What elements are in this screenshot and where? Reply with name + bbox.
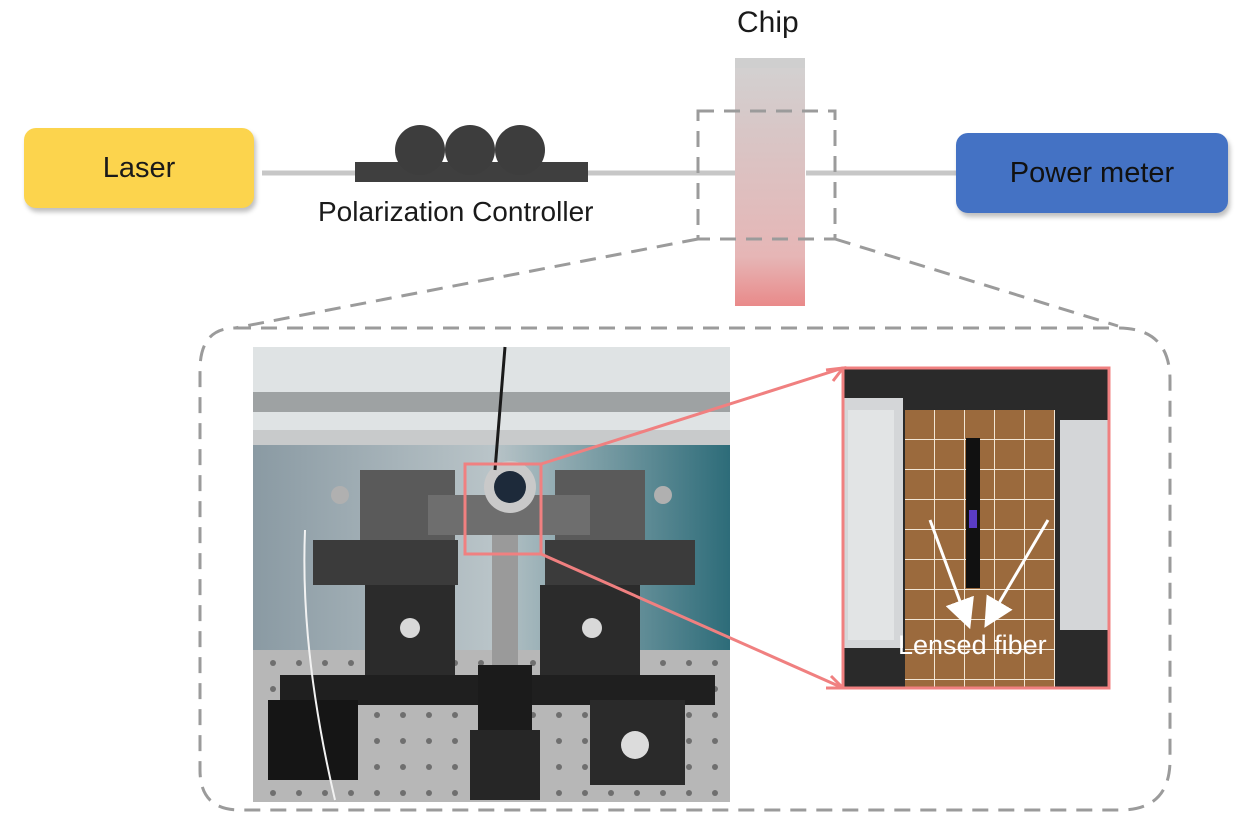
inset-photo: [841, 366, 1111, 690]
laser-box: Laser: [24, 128, 254, 208]
setup-photo: [253, 346, 730, 802]
polarization-controller-label: Polarization Controller: [318, 196, 594, 227]
inset-connector: [540, 366, 847, 690]
power-meter-label: Power meter: [1009, 156, 1175, 189]
power-meter-box: Power meter: [956, 133, 1228, 213]
lensed-fiber-arrow-right: [984, 519, 1050, 628]
laser-label: Laser: [102, 151, 176, 184]
polarization-controller-icon: [355, 125, 588, 182]
chip-label: Chip: [737, 6, 799, 39]
lensed-fiber-label: Lensed fiber: [898, 630, 1047, 660]
zoom-outline: [198, 109, 1172, 812]
lensed-fiber-arrow-left: [928, 519, 974, 630]
chip-icon: [735, 58, 805, 306]
